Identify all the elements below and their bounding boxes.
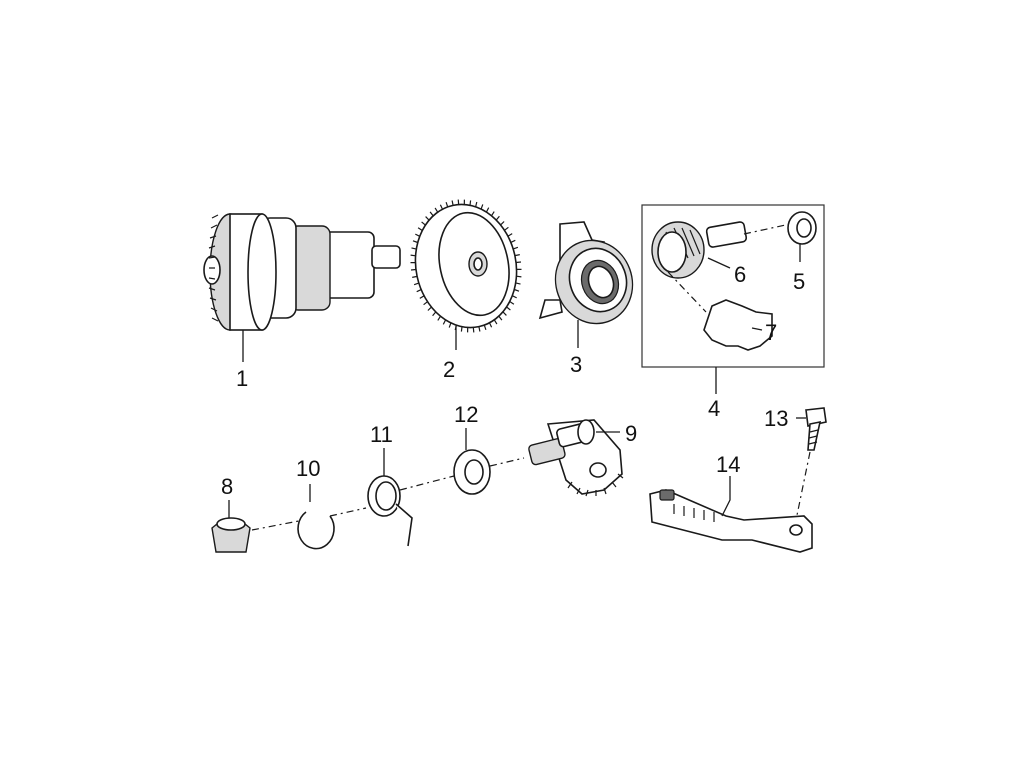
part-7-clip: [667, 271, 773, 351]
part-13-bolt: [795, 407, 827, 521]
part-3-one-way-clutch: [538, 221, 634, 348]
part-2-driven-gear: [410, 199, 522, 350]
callout-7: 7: [765, 320, 777, 345]
part-14-kick-lever: [649, 476, 813, 553]
group-box-4: [641, 204, 825, 394]
callout-9: 9: [625, 421, 637, 446]
callout-10: 10: [296, 456, 320, 481]
gear-2-teeth: [410, 199, 522, 333]
part-1-starter-clutch: [203, 213, 401, 362]
part-10-circlip: [297, 484, 367, 550]
callout-12: 12: [454, 402, 478, 427]
callout-6: 6: [734, 262, 746, 287]
callout-5: 5: [793, 269, 805, 294]
callout-4: 4: [708, 396, 720, 421]
callout-11: 11: [370, 422, 393, 447]
callout-13: 13: [764, 406, 788, 431]
callout-1: 1: [236, 366, 248, 391]
callout-3: 3: [570, 352, 582, 377]
part-6-kick-pinion: [651, 221, 791, 279]
part-11-spring: [367, 448, 455, 547]
callout-2: 2: [443, 357, 455, 382]
part-5-washer: [787, 211, 817, 262]
part-8-cap: [211, 500, 305, 553]
callout-8: 8: [221, 474, 233, 499]
callout-14: 14: [716, 452, 740, 477]
part-12-washer: [453, 428, 525, 495]
part-9-kick-spindle: [528, 419, 624, 497]
